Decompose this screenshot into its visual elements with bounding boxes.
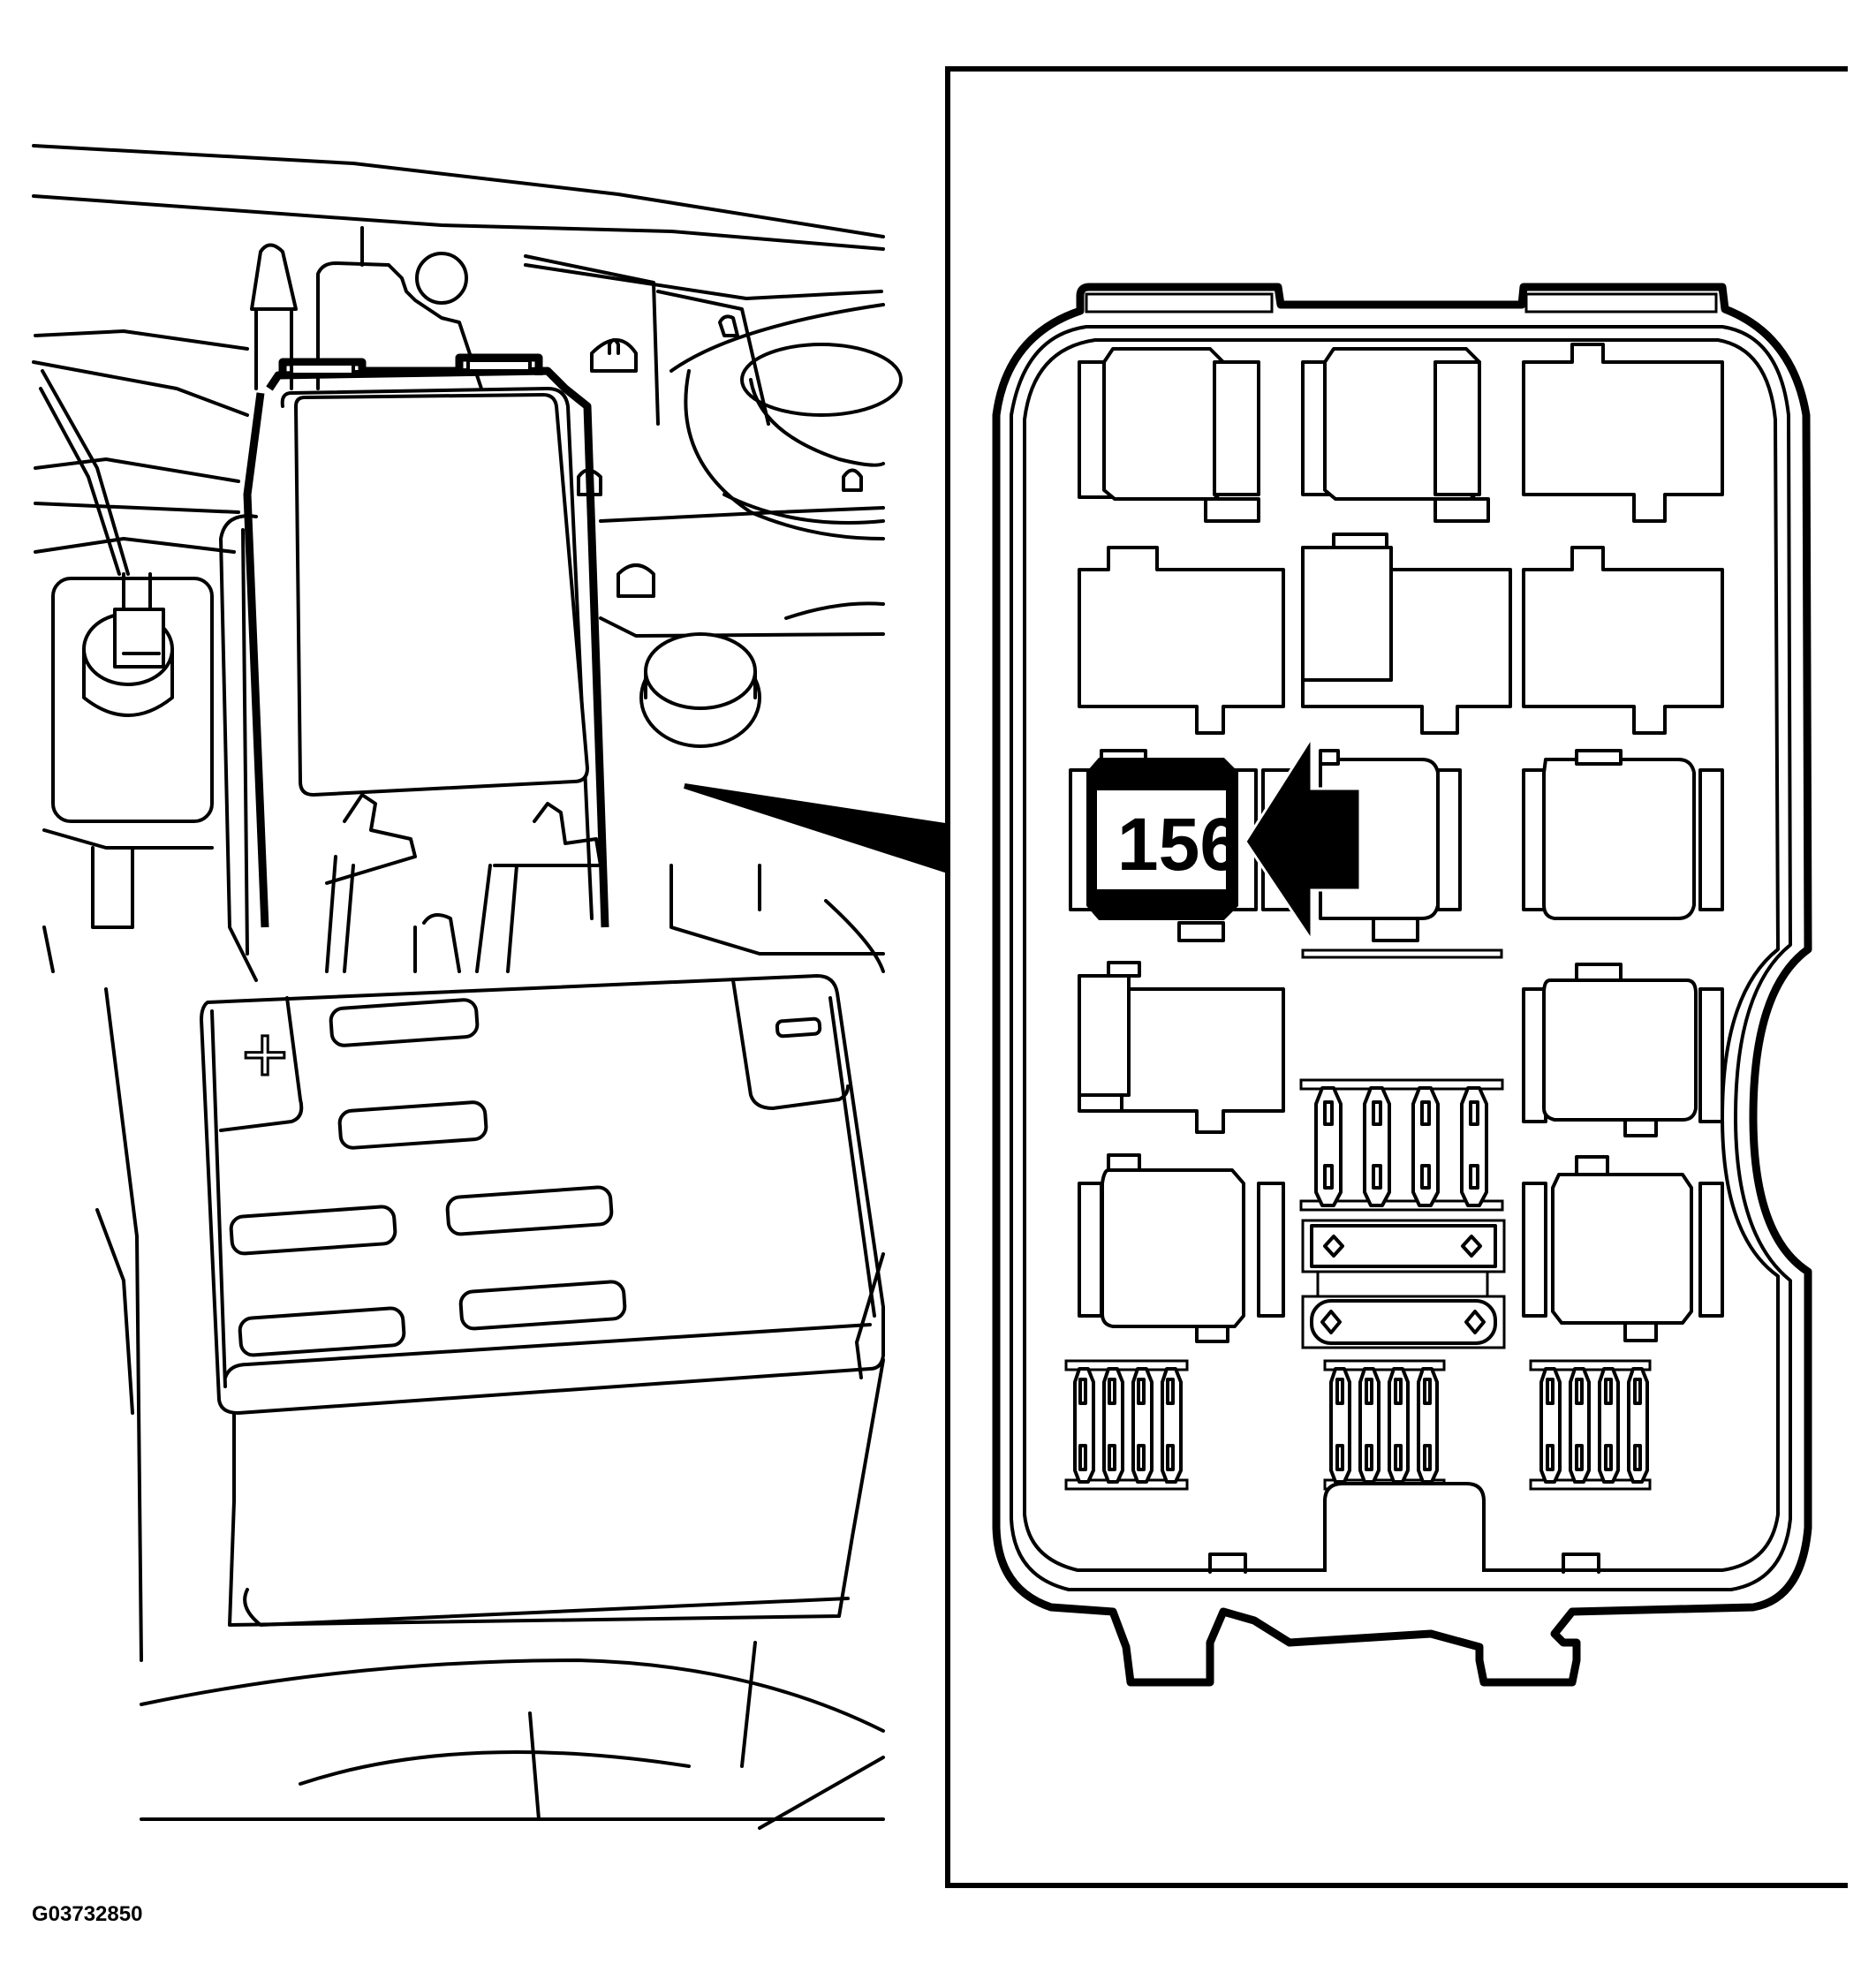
relay-r1c3 bbox=[1522, 343, 1724, 523]
relay-r2c3 bbox=[1522, 546, 1724, 735]
relay-r1c2 bbox=[1301, 347, 1490, 523]
mini-fuse bbox=[1073, 1367, 1095, 1484]
callout-label-156: 156 bbox=[1116, 802, 1242, 886]
relay-r2c2 bbox=[1301, 533, 1512, 735]
relay-r5c3 bbox=[1522, 1155, 1724, 1342]
maxi-fuse-lower bbox=[1301, 1295, 1506, 1349]
leader-line bbox=[684, 783, 948, 874]
mini-fuse bbox=[1161, 1367, 1183, 1484]
bolt-icon bbox=[590, 338, 638, 373]
reservoir-cap bbox=[51, 572, 214, 823]
battery: + bbox=[200, 974, 885, 1627]
relay-r5c1 bbox=[1078, 1153, 1285, 1343]
mini-fuse bbox=[1388, 1367, 1410, 1484]
battery-positive-icon: + bbox=[242, 1011, 289, 1099]
relay-r3c1-highlighted bbox=[1069, 749, 1258, 942]
mini-fuse bbox=[1131, 1367, 1154, 1484]
mini-fuse bbox=[1329, 1367, 1351, 1484]
mini-fuse-bank-bottom-right bbox=[1323, 1359, 1446, 1491]
mini-fuse-bank-bottom-right-outer bbox=[1529, 1359, 1652, 1491]
mini-fuse bbox=[1363, 1086, 1391, 1207]
mini-fuse bbox=[1460, 1086, 1488, 1207]
inset-frame bbox=[945, 66, 1848, 1888]
mini-fuse-bank-center bbox=[1299, 1078, 1504, 1212]
mini-fuse bbox=[1358, 1367, 1381, 1484]
strut-tower bbox=[669, 303, 903, 540]
arrow-left-icon bbox=[1244, 732, 1362, 945]
relay-r4c3 bbox=[1522, 963, 1724, 1137]
mini-fuse-bank-bottom-left bbox=[1064, 1359, 1189, 1491]
mini-fuse bbox=[1411, 1086, 1440, 1207]
relay-r1c1 bbox=[1078, 347, 1260, 523]
relay-r3c3 bbox=[1522, 749, 1724, 920]
mini-fuse bbox=[1102, 1367, 1124, 1484]
figure-id: G03732850 bbox=[32, 1902, 143, 1926]
maxi-fuse-upper bbox=[1301, 1219, 1506, 1273]
mini-fuse bbox=[1417, 1367, 1439, 1484]
relay-r2c1 bbox=[1078, 546, 1285, 735]
engine-compartment-view: + bbox=[32, 144, 948, 1830]
battery-negative-icon bbox=[775, 1016, 822, 1039]
fuse-box-detail bbox=[992, 283, 1812, 1687]
mini-fuse bbox=[1314, 1086, 1343, 1207]
fuse-box-location bbox=[243, 353, 609, 973]
relay-r4c1 bbox=[1078, 961, 1285, 1134]
fluid-cap bbox=[639, 632, 761, 748]
